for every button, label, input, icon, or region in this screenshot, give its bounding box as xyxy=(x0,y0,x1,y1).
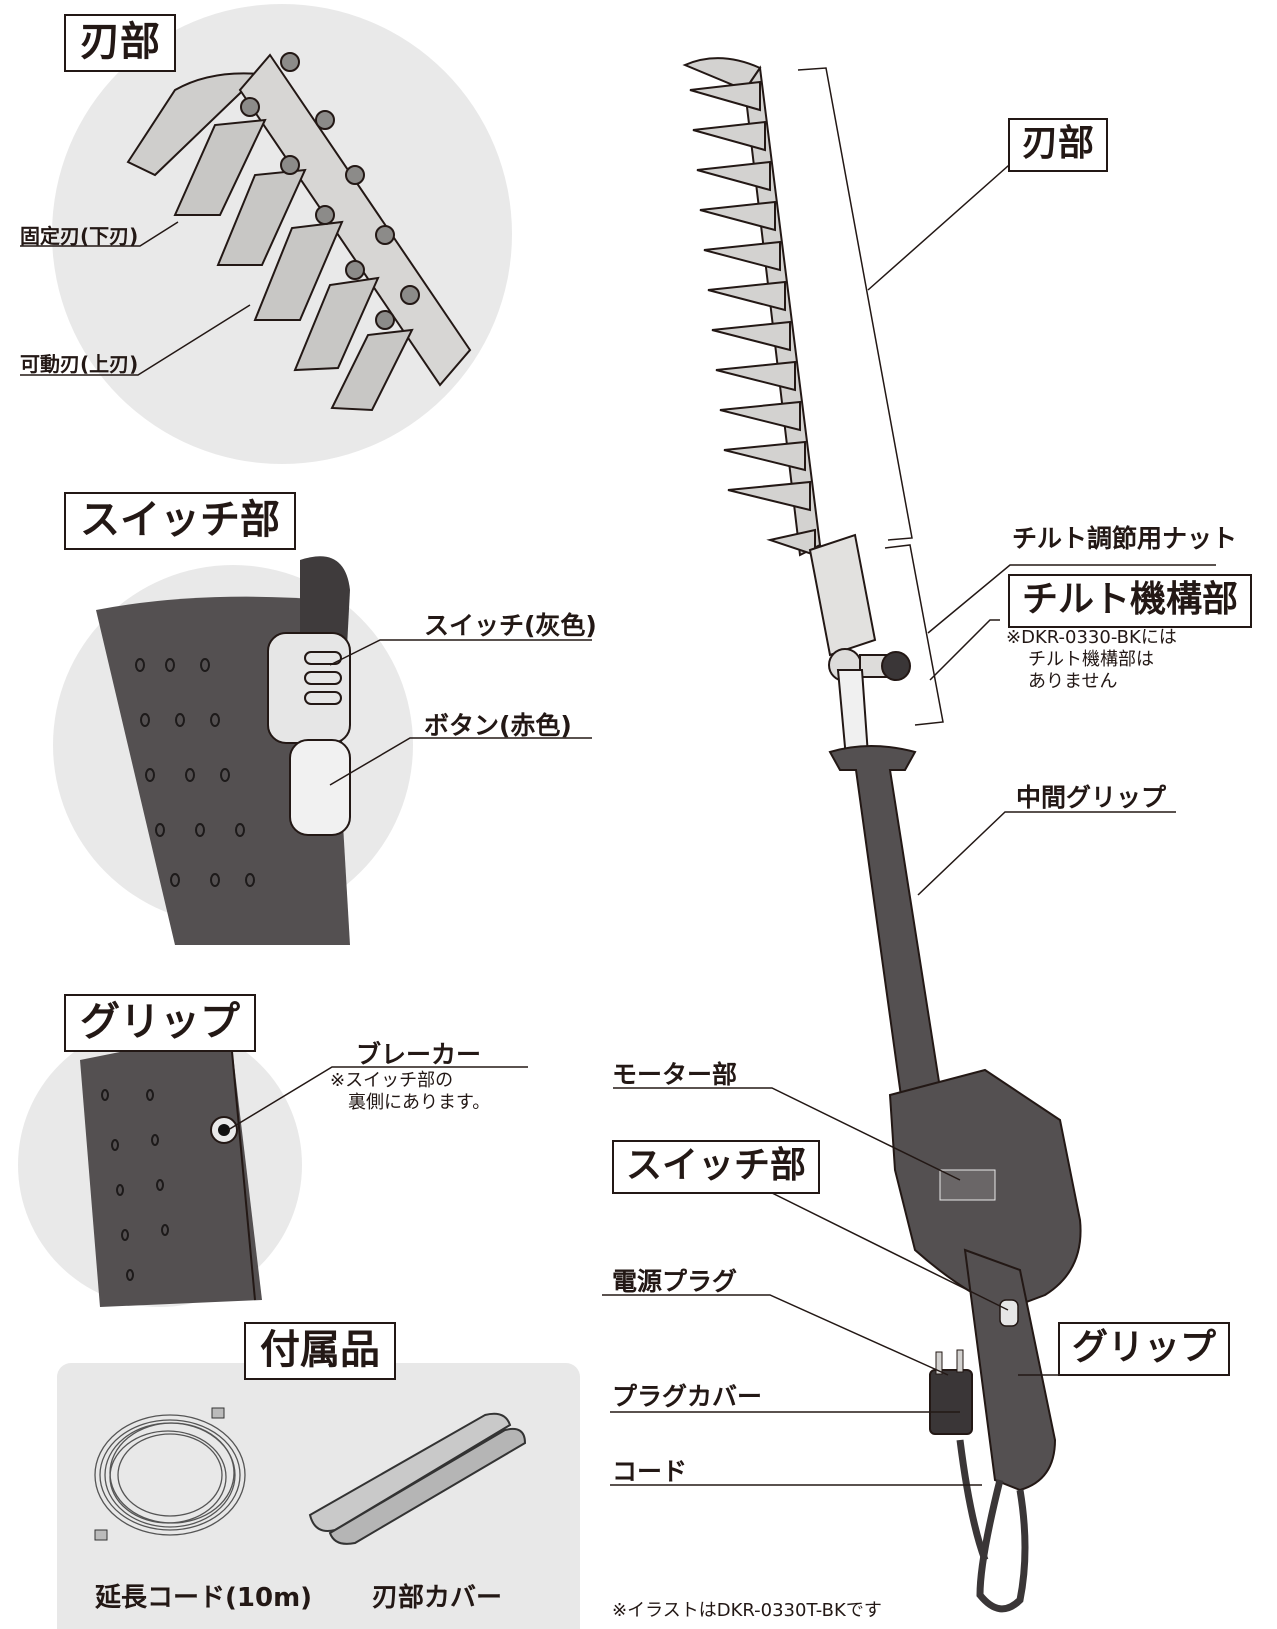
cord-label: コード xyxy=(612,1457,688,1486)
switch-detail-image xyxy=(96,556,351,945)
blade-cover-label: 刃部カバー xyxy=(372,1583,503,1613)
main-tool-image xyxy=(682,57,1082,1613)
button-red-label: ボタン(赤色) xyxy=(424,711,572,740)
plug-cover-label: プラグカバー xyxy=(612,1382,763,1411)
middle-grip-label: 中間グリップ xyxy=(1016,783,1167,812)
main-blade-label: 刃部 xyxy=(1008,118,1109,172)
extension-cord-label: 延長コード(10m) xyxy=(95,1583,313,1613)
blade-cover-image xyxy=(308,1412,527,1545)
blade-detail-title: 刃部 xyxy=(64,14,176,72)
motor-label: モーター部 xyxy=(612,1060,738,1089)
switch-gray-label: スイッチ(灰色) xyxy=(424,611,597,640)
blade-detail-image xyxy=(126,52,472,412)
tilt-mechanism-label: チルト機構部 xyxy=(1008,574,1253,628)
switch-detail-title: スイッチ部 xyxy=(64,492,296,550)
accessories-panel xyxy=(57,1363,580,1629)
fixed-blade-label: 固定刃(下刃) xyxy=(20,224,139,248)
tilt-note-line1: ※DKR-0330-BKには xyxy=(1006,627,1177,648)
grip-detail-title: グリップ xyxy=(64,994,256,1052)
main-switch-label: スイッチ部 xyxy=(612,1140,821,1194)
power-plug-label: 電源プラグ xyxy=(612,1267,738,1296)
breaker-label: ブレーカー xyxy=(356,1040,482,1069)
moving-blade-label: 可動刃(上刃) xyxy=(20,352,139,376)
extension-cord-image xyxy=(94,1407,246,1541)
accessories-title: 付属品 xyxy=(244,1322,396,1380)
main-grip-label: グリップ xyxy=(1058,1322,1231,1376)
grip-detail-image xyxy=(80,1029,262,1307)
tilt-note-line2: チルト機構部は xyxy=(1028,649,1154,670)
illustration-footnote: ※イラストはDKR-0330T-BKです xyxy=(612,1600,882,1621)
breaker-note-line1: ※スイッチ部の xyxy=(330,1070,454,1091)
tilt-nut-label: チルト調節用ナット xyxy=(1012,524,1238,553)
breaker-note-line2: 裏側にあります。 xyxy=(348,1092,491,1113)
tilt-note-line3: ありません xyxy=(1028,671,1118,692)
